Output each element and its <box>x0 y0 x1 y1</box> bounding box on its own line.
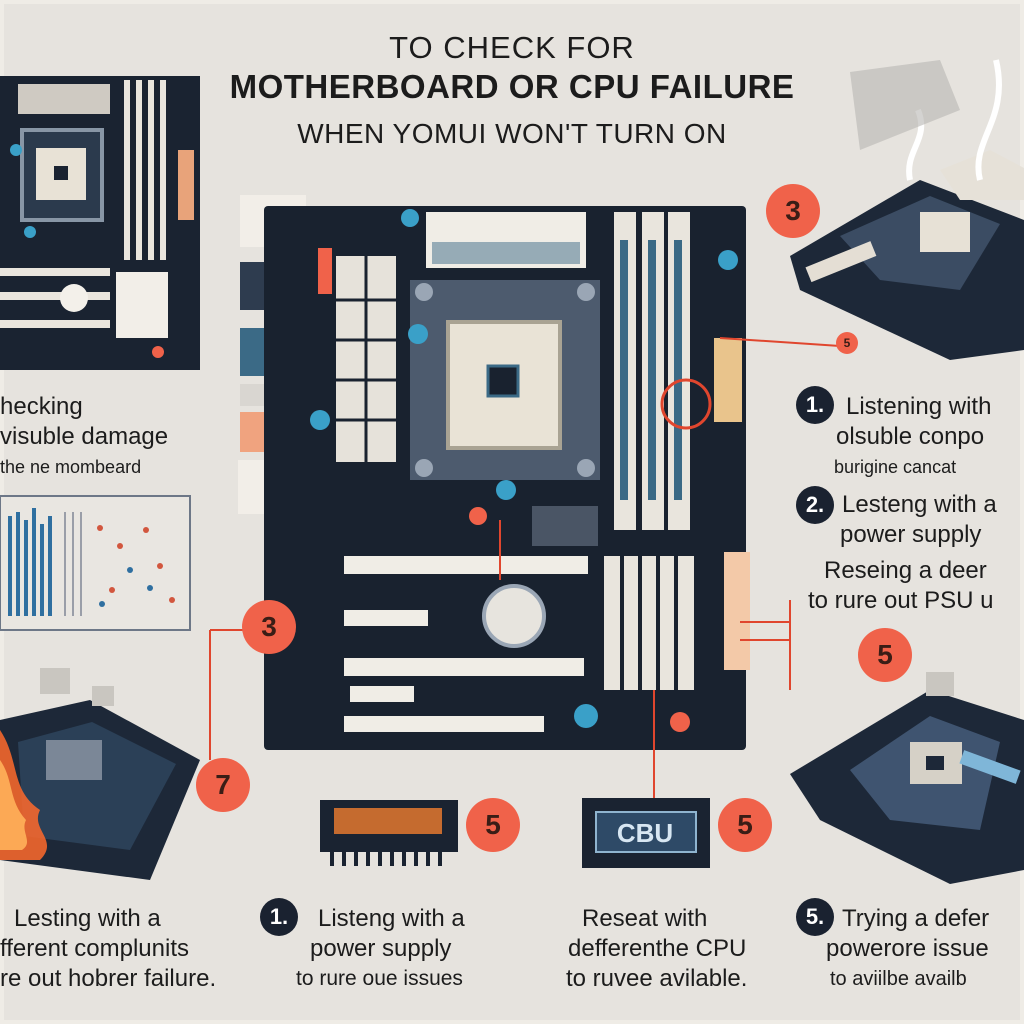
title-line-2: MOTHERBOARD OR CPU FAILURE <box>229 68 795 105</box>
left-bottom-caption-2: fferent complunits <box>0 935 189 962</box>
right-step5-line-3: to aviilbe availb <box>830 968 967 990</box>
left-top-caption-3: the ne mombeard <box>0 457 142 477</box>
step-badge-7: 7 <box>196 758 250 812</box>
right-step2-line-3: Reseing a deer <box>824 557 987 584</box>
step-badge-2-right: 2. <box>796 486 834 524</box>
right-step1-line-3: burigine cancat <box>834 457 957 477</box>
right-step1-line-1: Listening with <box>846 393 992 420</box>
mid-right-caption-2: defferenthe CPU <box>568 935 747 962</box>
right-step2-line-2: power supply <box>840 521 982 548</box>
small-badge-right: 5 <box>836 332 858 354</box>
right-step2-line-1: Lesteng with a <box>842 491 997 518</box>
cpu-label: CBU <box>616 818 674 848</box>
step-badge-5-right: 5 <box>858 628 912 682</box>
right-step2-line-4: to rure out PSU u <box>808 587 994 614</box>
left-top-caption-1: hecking <box>0 393 83 420</box>
step-badge-1-right: 1. <box>796 386 834 424</box>
mid-left-caption-1: Listeng with a <box>318 905 465 932</box>
heatsink-icon <box>320 800 458 866</box>
bottom-left-motherboard-illustration <box>0 668 200 880</box>
step-badge-5-mid-right: 5 <box>718 798 772 852</box>
step-badge-1-mid: 1. <box>260 898 298 936</box>
left-chart-card <box>0 495 191 631</box>
title-line-3: WHEN YOMUI WON'T TURN ON <box>297 118 727 149</box>
central-motherboard-illustration <box>238 195 750 750</box>
right-step5-line-2: powerore issue <box>826 935 989 962</box>
step-badge-5-mid-left: 5 <box>466 798 520 852</box>
mid-left-caption-3: to rure oue issues <box>296 967 463 990</box>
mid-left-caption-2: power supply <box>310 935 452 962</box>
left-top-caption-2: visuble damage <box>0 423 169 450</box>
right-step5-line-1: Trying a defer <box>842 905 990 932</box>
title-line-1: TO CHECK FOR <box>389 30 635 65</box>
left-bottom-caption-3: re out hobrer failure. <box>0 965 217 992</box>
top-right-motherboard-illustration <box>790 59 1024 360</box>
bottom-right-motherboard-illustration <box>790 672 1024 884</box>
step-badge-3-center: 3 <box>242 600 296 654</box>
right-step1-line-2: olsuble conpo <box>836 423 985 450</box>
step-badge-3-top-right: 3 <box>766 184 820 238</box>
mid-right-caption-1: Reseat with <box>582 905 708 932</box>
step-badge-5-bottom-right: 5. <box>796 898 834 936</box>
top-left-motherboard-illustration <box>0 76 200 370</box>
left-bottom-caption-1: Lesting with a <box>14 905 161 932</box>
cpu-chip-icon <box>582 798 710 868</box>
mid-right-caption-3: to ruvee avilable. <box>566 965 748 992</box>
